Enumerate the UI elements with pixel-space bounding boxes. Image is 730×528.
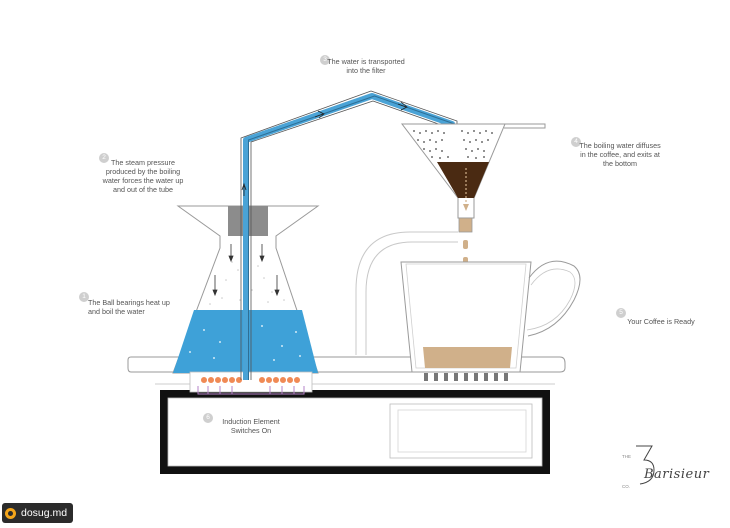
machine-base bbox=[155, 383, 555, 474]
filter-support-arm bbox=[355, 231, 458, 355]
step-text-5: Your Coffee is Ready bbox=[627, 317, 695, 326]
step-text-3: The water is transported into the filter bbox=[327, 57, 405, 75]
brand-logo: THE CO. bbox=[622, 445, 655, 489]
watermark-text: dosug.md bbox=[21, 507, 68, 519]
step-text-1: The Ball bearings heat up and boil the w… bbox=[88, 298, 170, 316]
brand-small-right: CO. bbox=[622, 484, 630, 489]
steam-bubbles bbox=[209, 261, 285, 305]
cup-saucer-teeth bbox=[424, 373, 508, 381]
pressure-arrows bbox=[212, 244, 280, 297]
coffee-filter bbox=[400, 123, 546, 233]
induction-coil bbox=[197, 386, 305, 395]
ball-bearings bbox=[189, 371, 313, 395]
step-text-2: The steam pressure produced by the boili… bbox=[102, 158, 184, 194]
brand-name: Barisieur bbox=[644, 467, 710, 482]
step-number-1: 1 bbox=[79, 292, 89, 302]
step-text-6: Induction Element Switches On bbox=[222, 417, 280, 435]
brewed-coffee bbox=[423, 347, 512, 368]
step-number-5: 5 bbox=[616, 308, 626, 318]
step-text-4: The boiling water diffuses in the coffee… bbox=[579, 141, 661, 168]
step-number-2: 2 bbox=[99, 153, 109, 163]
watermark-badge[interactable]: dosug.md bbox=[2, 503, 74, 523]
diffusion-arrow bbox=[463, 168, 469, 211]
water-bubbles bbox=[189, 325, 301, 361]
coffee-cup bbox=[386, 260, 581, 381]
water-drops bbox=[413, 130, 493, 159]
watermark-logo-icon bbox=[5, 507, 16, 519]
brand-small-left: THE bbox=[622, 454, 631, 459]
step-number-6: 6 bbox=[203, 413, 213, 423]
step-number-3: 3 bbox=[320, 55, 330, 65]
coffee-grounds bbox=[437, 162, 489, 198]
step-number-4: 4 bbox=[571, 137, 581, 147]
